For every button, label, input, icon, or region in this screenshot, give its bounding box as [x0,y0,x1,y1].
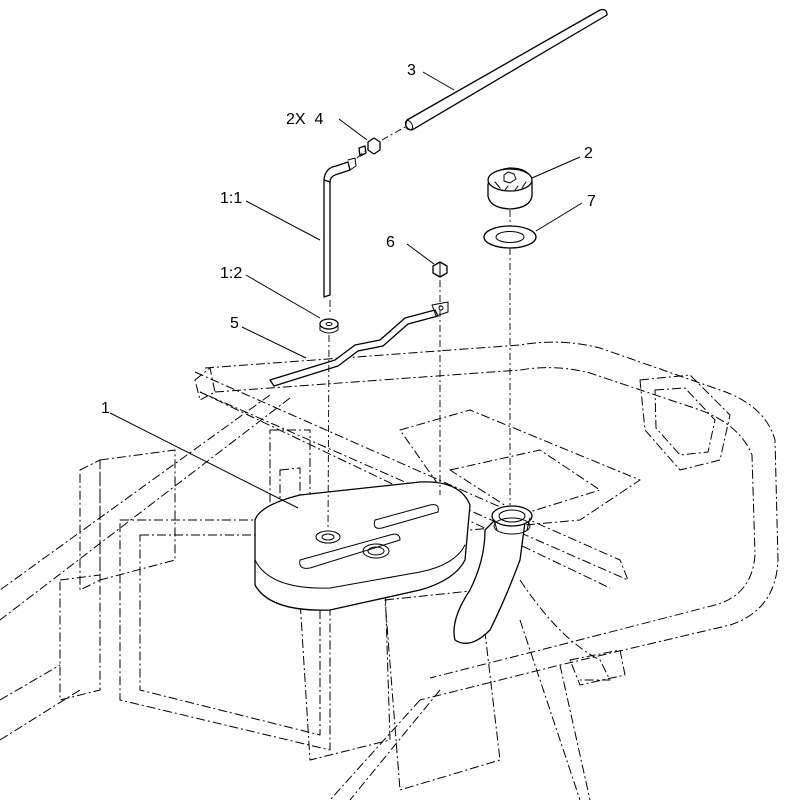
callout-5: 5 [230,315,239,332]
leader-lines [109,71,583,509]
callout-1: 1 [101,400,110,417]
callout-4-qty: 2X 4 [286,111,323,128]
flange-nut [432,261,448,278]
fuel-cap [487,167,533,210]
tank-strap [269,301,449,387]
callout-3: 3 [407,62,416,79]
callout-7: 7 [587,193,596,210]
callout-6: 6 [386,234,395,251]
assembly-centerlines [327,126,511,531]
cap-gasket [483,225,537,249]
callout-2: 2 [584,145,593,162]
hose-clamp [358,137,381,157]
fuel-tank [254,481,533,644]
grommet [319,318,339,334]
callout-1-2: 1:2 [220,265,242,282]
callout-1-1: 1:1 [220,190,242,207]
fuel-gauge-tube [323,157,357,298]
vent-hose [404,8,608,131]
